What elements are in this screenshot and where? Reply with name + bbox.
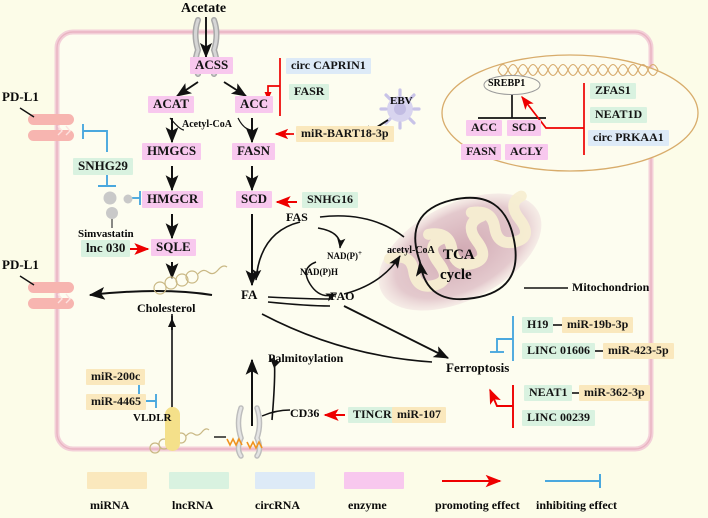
nucleus-target-fasn[interactable]: FASN [461,144,502,160]
lncrna-snhg29[interactable]: SNHG29 [73,158,133,175]
circrna-circ-caprin1[interactable]: circ CAPRIN1 [286,58,371,74]
nucleus-target-acly[interactable]: ACLY [505,144,548,160]
legend-label-enzyme: enzyme [348,498,387,512]
pd-l1-label-top: PD-L1 [2,89,39,104]
legend-swatch-mirna [87,472,147,489]
mirna-mir-19b-3p[interactable]: miR-19b-3p [562,317,634,333]
srebp1-label: SREBP1 [488,78,526,89]
mirna-mir-200c[interactable]: miR-200c [86,369,146,385]
pathway-arrows [88,81,568,426]
pd-l1-label-bottom: PD-L1 [2,257,39,272]
nadp-plus-sup: + [358,249,362,257]
lncrna-lnc-030[interactable]: lnc 030 [81,240,131,257]
nadph-label: NAD(P)H [300,267,338,277]
enzyme-acc[interactable]: ACC [235,96,274,113]
mirna-mir-107[interactable]: miR-107 [392,407,446,423]
enzyme-acat[interactable]: ACAT [148,96,194,113]
lncrna-tincr[interactable]: TINCR [348,407,397,423]
fao-label: FAO [330,289,355,303]
nadp-plus-label: NAD(P)+ [327,250,362,261]
snhg29-inhibition-pdl1 [82,124,108,152]
ebv-virus-icon [379,88,421,130]
tca-cycle-label-line1: TCA [443,247,475,263]
ferroptosis-inhibition-bracket [490,316,514,361]
legend-label-mirna: miRNA [90,498,130,512]
enzyme-sqle[interactable]: SQLE [151,239,196,256]
fa-label: FA [241,287,258,302]
fatty-acid-tail-icon [226,437,263,450]
acetyl-coa-mito-label: acetyl-CoA [387,245,435,256]
enzyme-fasn[interactable]: FASN [232,143,275,160]
enzyme-hmgcr[interactable]: HMGCR [142,191,204,208]
legend-swatch-enzyme [344,472,404,489]
ferroptosis-label: Ferroptosis [446,360,510,375]
lncrna-neat1d[interactable]: NEAT1D [590,107,648,123]
mirna-mir-bart18-3p[interactable]: miR-BART18-3p [296,126,394,142]
lncrna-linc-00239[interactable]: LINC 00239 [522,410,596,426]
pd-l1-receptor-bottom-icon [19,275,74,309]
lncrna-fasr[interactable]: FASR [289,84,330,100]
acetyl-coa-label: Acetyl-CoA [182,119,232,130]
enzyme-scd[interactable]: SCD [236,191,273,208]
vldlr-label: VLDLR [133,412,172,424]
pd-l1-receptor-top-icon [19,107,74,141]
ferroptosis-promotion-bracket [489,385,514,428]
mirna-mir-4465[interactable]: miR-4465 [86,394,146,410]
lncrna-snhg16[interactable]: SNHG16 [302,192,359,208]
tca-cycle-label-line2: cycle [440,267,472,283]
lncrna-neat1[interactable]: NEAT1 [524,385,573,401]
nadp-plus-text: NAD(P) [327,251,358,261]
cholesterol-label: Cholesterol [137,301,196,315]
enzyme-acss[interactable]: ACSS [190,57,234,74]
cd36-transporter-icon [235,405,263,459]
cholesterol-molecule-icon [153,265,228,295]
vldlr-receptor-icon [165,407,180,451]
mirna-mir-362-3p[interactable]: miR-362-3p [579,385,650,401]
enzyme-hmgcs[interactable]: HMGCS [142,143,202,160]
nucleus-target-acc[interactable]: ACC [466,120,502,136]
simvastatin-icon [103,191,133,228]
lncrna-linc-01606[interactable]: LINC 01606 [522,343,596,359]
circrna-circ-prkaa1[interactable]: circ PRKAA1 [588,130,669,146]
ebv-label: EBV [390,95,413,107]
legend-swatch-circrna [255,472,315,489]
mirna-mir-423-5p[interactable]: miR-423-5p [603,343,674,359]
legend-inhibiting-bar [545,474,601,488]
mitochondrion-label: Mitochondrion [572,280,650,294]
palmitoylation-label: Palmitoylation [268,351,344,365]
fas-label: FAS [286,210,308,224]
acetate-label: Acetate [181,1,227,16]
legend-swatch-lncrna [169,472,229,489]
dna-helix-icon [497,63,659,77]
legend-label-inhibiting: inhibiting effect [536,498,617,512]
legend-label-lncrna: lncRNA [172,498,214,512]
lncrna-zfas1[interactable]: ZFAS1 [590,83,636,99]
legend-label-promoting: promoting effect [435,498,520,512]
lncrna-h19[interactable]: H19 [522,317,554,333]
cd36-label: CD36 [290,406,320,420]
simvastatin-label: Simvastatin [78,228,134,240]
legend-label-circrna: circRNA [255,498,301,512]
nucleus-target-scd[interactable]: SCD [507,120,542,136]
